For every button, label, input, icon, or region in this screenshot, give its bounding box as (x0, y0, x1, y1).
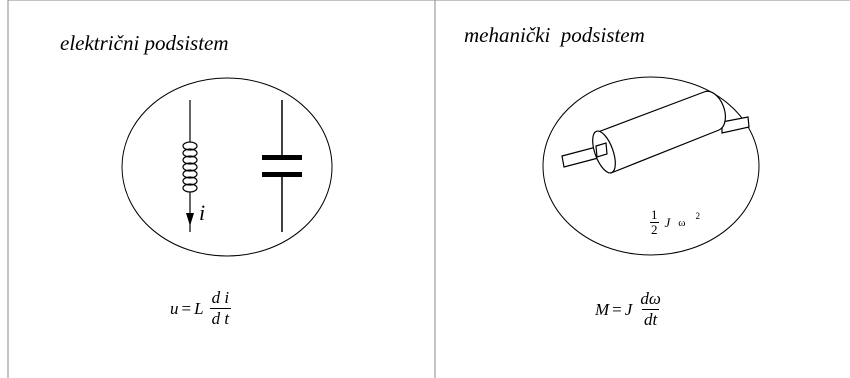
formula-equals: = (181, 298, 192, 318)
energy-denominator: 2 (650, 222, 659, 237)
kinetic-energy-label: 1 2 J ω 2 (650, 208, 700, 237)
formula-lhs: u (170, 298, 179, 318)
current-label: i (199, 200, 206, 225)
formula-coefficient: L (194, 298, 204, 318)
rotor-icon (561, 90, 750, 174)
formula-fraction: dω dt (638, 290, 663, 329)
energy-omega: ω (678, 216, 686, 229)
formula-lhs: M (595, 299, 610, 319)
capacitor-icon (262, 100, 302, 232)
mechanical-panel: mehanički podsistem 1 2 J ω 2 M = J dω d… (435, 0, 850, 378)
electrical-title: električni podsistem (60, 31, 229, 55)
inductor-formula: u = L d i d t (170, 288, 232, 328)
formula-equals: = (612, 299, 622, 319)
energy-fraction: 1 2 (650, 208, 659, 237)
formula-fraction: d i d t (209, 288, 232, 328)
formula-numerator: d i (211, 288, 230, 307)
mechanical-title: mehanički podsistem (464, 23, 645, 47)
torque-formula: M = J dω dt (595, 290, 663, 329)
current-arrow-icon (186, 213, 194, 226)
electrical-panel: električni podsistem u = L d i d t (60, 31, 232, 328)
formula-numerator: dω (640, 289, 661, 308)
electrical-ellipse (121, 77, 333, 257)
energy-numerator: 1 (651, 207, 658, 222)
formula-denominator: dt (641, 309, 660, 329)
formula-denominator: d t (209, 308, 232, 328)
energy-inertia: J (664, 214, 671, 230)
energy-exponent: 2 (695, 210, 701, 221)
formula-coefficient: J (624, 299, 633, 319)
